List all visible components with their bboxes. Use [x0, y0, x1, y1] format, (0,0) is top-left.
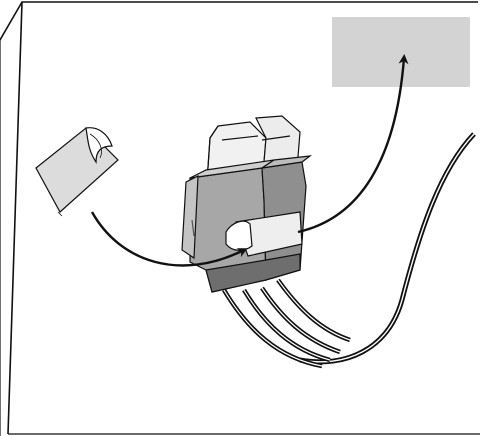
flow-arrow-icon	[90, 211, 248, 267]
callout-box	[332, 17, 470, 87]
peeling-label-icon	[35, 127, 119, 217]
flow-arrow-icon	[297, 54, 409, 234]
connector-icon	[181, 115, 313, 293]
cable-icon	[299, 132, 476, 365]
